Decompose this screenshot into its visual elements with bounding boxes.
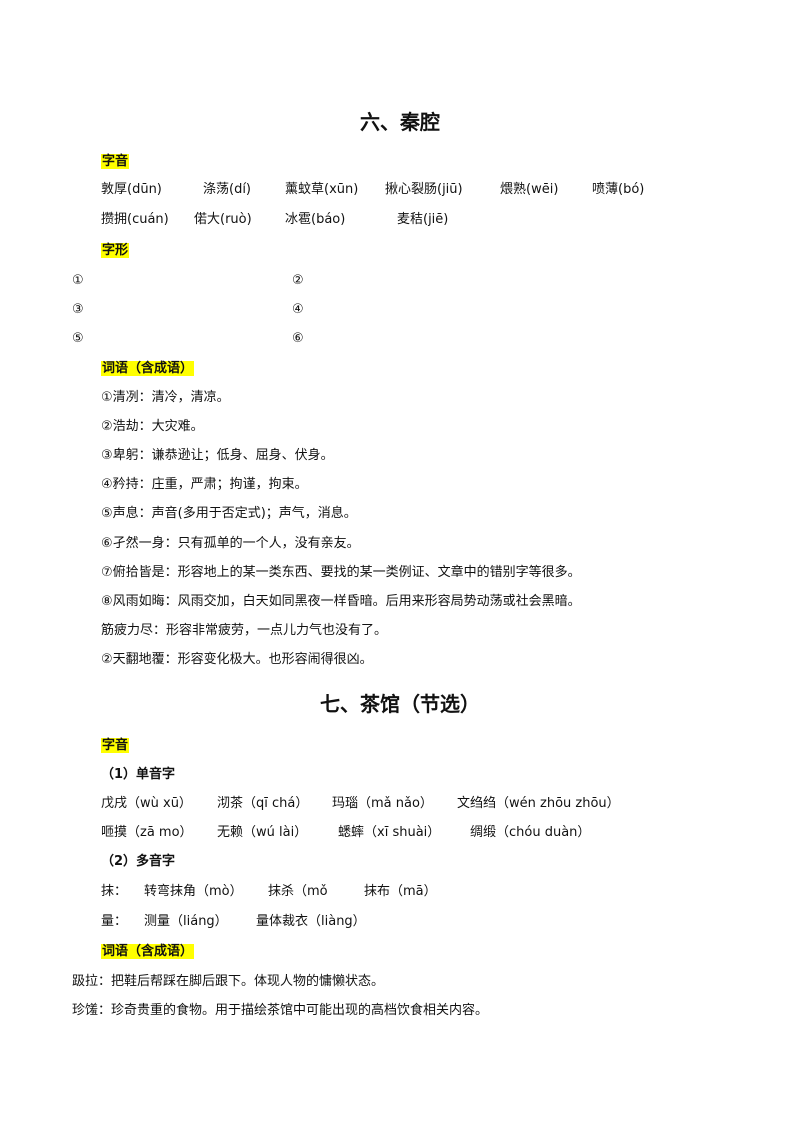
pron-item: 文绉绉（wén zhōu zhōu） bbox=[457, 796, 620, 811]
form-mark: ⑤ bbox=[72, 331, 84, 346]
pron-item: 无赖（wú lài） bbox=[217, 825, 308, 840]
pron-item: 抹布（mā） bbox=[364, 884, 437, 899]
pron-label: 量： bbox=[101, 914, 128, 929]
glyph-form-heading: 字形 bbox=[101, 243, 130, 258]
vocab-item: ④矜持：庄重，严肃；拘谨，拘束。 bbox=[101, 477, 308, 492]
pronunciation-heading: 字音 bbox=[101, 738, 130, 753]
multi-sound-heading: （2）多音字 bbox=[101, 854, 176, 869]
form-mark: ③ bbox=[72, 302, 84, 317]
vocab-item: ①清冽：清冷，清凉。 bbox=[101, 390, 230, 405]
pron-item: 冰雹(báo) bbox=[285, 212, 346, 227]
pron-item: 揪心裂肠(jiū) bbox=[385, 182, 463, 197]
pron-item: 测量（liáng） bbox=[144, 914, 228, 929]
pron-item: 喷薄(bó) bbox=[592, 182, 645, 197]
vocab-item: ②天翻地覆：形容变化极大。也形容闹得很凶。 bbox=[101, 652, 373, 667]
pron-item: 量体裁衣（liàng） bbox=[256, 914, 366, 929]
pron-label: 抹： bbox=[101, 884, 128, 899]
pron-item: 煨熟(wēi) bbox=[500, 182, 559, 197]
pron-item: 蟋蟀（xī shuài） bbox=[338, 825, 441, 840]
form-mark: ⑥ bbox=[292, 331, 304, 346]
vocab-item: 珍馐：珍奇贵重的食物。用于描绘茶馆中可能出现的高档饮食相关内容。 bbox=[72, 1003, 489, 1018]
form-mark: ④ bbox=[292, 302, 304, 317]
pronunciation-heading: 字音 bbox=[101, 154, 130, 169]
vocab-item: ⑥孑然一身：只有孤单的一个人，没有亲友。 bbox=[101, 536, 360, 551]
vocab-item: 趿拉：把鞋后帮踩在脚后跟下。体现人物的慵懒状态。 bbox=[72, 974, 385, 989]
pron-item: 麦秸(jiē) bbox=[397, 212, 449, 227]
vocab-item: ⑦俯拾皆是：形容地上的某一类东西、要找的某一类例证、文章中的错别字等很多。 bbox=[101, 565, 581, 580]
pron-item: 戊戌（wù xū） bbox=[101, 796, 192, 811]
section-title: 七、茶馆（节选） bbox=[320, 692, 480, 716]
section-title: 六、秦腔 bbox=[360, 110, 440, 134]
pron-item: 玛瑙（mǎ nǎo） bbox=[332, 796, 433, 811]
pron-item: 偌大(ruò) bbox=[194, 212, 252, 227]
pron-item: 转弯抹角（mò） bbox=[144, 884, 243, 899]
pron-item: 沏茶（qī chá） bbox=[217, 796, 309, 811]
pron-item: 攒拥(cuán) bbox=[101, 212, 169, 227]
form-mark: ② bbox=[292, 273, 304, 288]
vocab-item: 筋疲力尽：形容非常疲劳，一点儿力气也没有了。 bbox=[101, 623, 388, 638]
single-sound-heading: （1）单音字 bbox=[101, 767, 176, 782]
vocab-item: ⑧风雨如晦：风雨交加，白天如同黑夜一样昏暗。后用来形容局势动荡或社会黑暗。 bbox=[101, 594, 581, 609]
pron-item: 涤荡(dí) bbox=[203, 182, 252, 197]
vocabulary-heading: 词语（含成语） bbox=[101, 944, 195, 959]
vocabulary-heading: 词语（含成语） bbox=[101, 361, 195, 376]
vocab-item: ②浩劫：大灾难。 bbox=[101, 419, 204, 434]
pron-item: 绸缎（chóu duàn） bbox=[470, 825, 591, 840]
pron-item: 敦厚(dūn) bbox=[101, 182, 162, 197]
pron-item: 抹杀（mǒ bbox=[268, 884, 328, 899]
form-mark: ① bbox=[72, 273, 84, 288]
pron-item: 咂摸（zā mo） bbox=[101, 825, 193, 840]
vocab-item: ⑤声息：声音(多用于否定式)；声气，消息。 bbox=[101, 506, 357, 521]
pron-item: 薰蚊草(xūn) bbox=[285, 182, 359, 197]
vocab-item: ③卑躬：谦恭逊让；低身、屈身、伏身。 bbox=[101, 448, 334, 463]
